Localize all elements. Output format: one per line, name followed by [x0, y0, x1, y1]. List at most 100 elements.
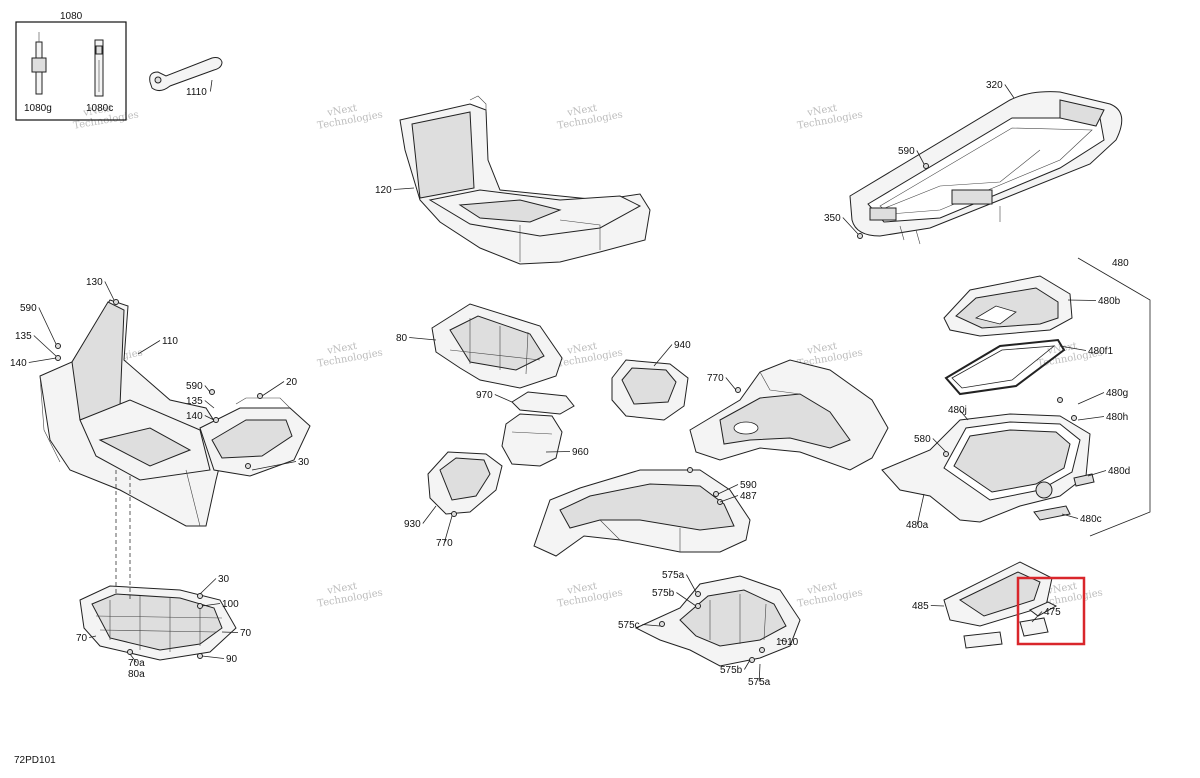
callout-label: 480c	[1080, 514, 1102, 525]
watermark-text: vNext	[565, 341, 597, 357]
leader-line	[642, 624, 661, 627]
leader-line	[686, 574, 697, 593]
callout-label: 770	[436, 538, 453, 549]
callout-label: 1110	[186, 87, 207, 98]
callout-label: 1080g	[24, 103, 52, 114]
leader-line	[137, 340, 161, 355]
leader-line	[201, 603, 221, 607]
callout-label: 130	[86, 277, 103, 288]
leader-line	[725, 377, 737, 391]
leader-line	[779, 639, 788, 642]
tool-1080c-drawing	[94, 39, 104, 97]
part-rear-fender-drawing	[533, 469, 751, 557]
leader-line	[89, 635, 97, 638]
leader-line	[916, 493, 925, 525]
leader-line	[204, 385, 211, 393]
callout-label: 940	[674, 340, 691, 351]
callout-label: 590	[740, 480, 757, 491]
callout-label: 480	[1112, 258, 1129, 269]
leader-line	[38, 307, 57, 345]
leader-line	[33, 335, 57, 357]
leader-line	[1087, 470, 1107, 477]
callout-label: 590	[186, 381, 203, 392]
callout-label: 970	[476, 390, 493, 401]
part-front-fender-drawing	[689, 359, 889, 471]
leader-line	[717, 484, 739, 495]
fasteners	[55, 163, 1077, 663]
callout-label: 575b	[652, 588, 675, 599]
callout-label: 485	[912, 601, 929, 612]
part-320-drawing	[849, 91, 1123, 245]
watermark-text: vNext	[805, 341, 837, 357]
leader-line	[28, 357, 57, 363]
leader-line	[444, 515, 453, 543]
part-120-drawing	[399, 95, 651, 265]
callout-label: 30	[298, 457, 310, 468]
watermark-text: vNext	[325, 103, 357, 119]
leader-line	[221, 631, 239, 633]
leader-line	[1077, 392, 1105, 405]
callout-label: 20	[286, 377, 298, 388]
callout-label: 70a	[128, 658, 145, 669]
watermark-text: vNext	[325, 581, 357, 597]
callout-label: 70	[240, 628, 252, 639]
part-940-drawing	[611, 359, 689, 421]
highlight-box-475	[1016, 576, 1086, 646]
callout-label: 480b	[1098, 296, 1121, 307]
leader-line	[494, 394, 513, 403]
part-1010-drawing	[634, 575, 801, 667]
leader-line	[958, 409, 969, 421]
leader-line	[932, 438, 947, 453]
callout-label: 480a	[906, 520, 929, 531]
watermark-text: vNext	[805, 581, 837, 597]
callout-label: 480h	[1106, 412, 1128, 423]
part-70-drawing	[79, 585, 237, 661]
leader-line	[1059, 345, 1087, 351]
callout-label: 475	[1044, 607, 1061, 618]
leader-lines	[28, 79, 1107, 682]
leader-line	[1077, 416, 1105, 421]
leader-line	[210, 79, 213, 92]
callout-label: 487	[740, 491, 757, 502]
leader-line	[104, 281, 115, 301]
callout-label: 1010	[776, 637, 799, 648]
leader-line	[1061, 513, 1079, 519]
callout-label: 960	[572, 447, 589, 458]
callout-label: 100	[222, 599, 239, 610]
callout-label: 480f1	[1088, 346, 1113, 357]
callout-label: 135	[186, 396, 203, 407]
callout-label: 575b	[720, 665, 743, 676]
leader-line	[201, 655, 225, 659]
leader-line	[422, 505, 437, 524]
part-480-assembly-drawing	[881, 275, 1095, 523]
part-930-drawing	[427, 451, 503, 515]
callout-label: 480g	[1106, 388, 1128, 399]
leader-line	[204, 400, 215, 409]
leader-line	[758, 663, 761, 682]
callout-label: 110	[162, 336, 178, 347]
callout-label: 930	[404, 519, 421, 530]
callout-label: 320	[986, 80, 1003, 91]
callout-label: 575a	[748, 677, 771, 688]
watermark-text: vNext	[1045, 581, 1077, 597]
callout-label: 575a	[662, 570, 685, 581]
leader-line	[842, 217, 859, 235]
callout-label: 580	[914, 434, 931, 445]
watermark-text: vNext	[565, 103, 597, 119]
callout-label: 350	[824, 213, 841, 224]
leader-line	[1004, 84, 1015, 99]
leader-line	[676, 592, 697, 607]
watermark-text: vNext	[81, 103, 113, 119]
callout-label: 590	[898, 146, 915, 157]
callout-label: 30	[218, 574, 230, 585]
callout-label: 120	[375, 185, 392, 196]
callout-label: 480j	[948, 405, 967, 416]
